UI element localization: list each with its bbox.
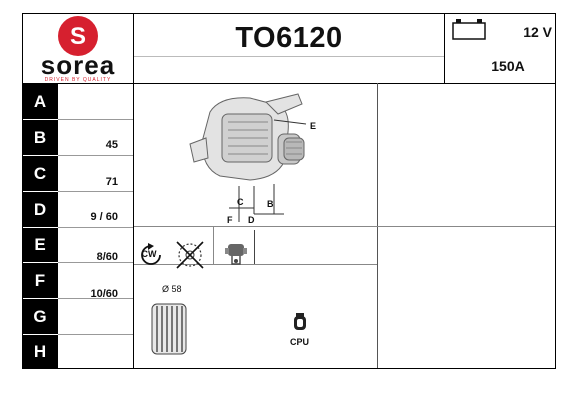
- row-divider: [58, 191, 133, 192]
- row-letter-b: B: [22, 120, 58, 155]
- divider: [133, 13, 134, 368]
- divider: [22, 83, 556, 84]
- row-divider: [58, 119, 133, 120]
- row-value-b: 45: [105, 139, 118, 151]
- sorea-logo-icon: S: [58, 16, 98, 56]
- battery-icon: [452, 18, 486, 40]
- brand-name: sorea: [40, 50, 116, 80]
- row-letter-h: H: [22, 335, 58, 368]
- row-divider: [58, 155, 133, 156]
- divider: [134, 226, 555, 227]
- connector-label: CPU: [290, 337, 310, 347]
- no-fan-icon: [174, 240, 206, 270]
- connector-icon: [292, 312, 308, 332]
- rotation-cw-icon: CW: [138, 242, 164, 268]
- amperage-value: 150A: [491, 58, 525, 74]
- label-f: F: [227, 215, 233, 225]
- row-divider: [58, 262, 133, 263]
- row-letter-g: G: [22, 299, 58, 334]
- divider: [22, 13, 556, 14]
- label-c: C: [237, 197, 244, 207]
- divider: [555, 13, 556, 368]
- divider: [444, 13, 445, 83]
- product-code: TO6120: [235, 21, 343, 54]
- divider: [134, 56, 444, 57]
- row-letter-e: E: [22, 228, 58, 262]
- row-divider: [58, 298, 133, 299]
- row-value-c: 71: [105, 176, 118, 188]
- row-value-d: 9 / 60: [90, 211, 118, 223]
- row-divider: [58, 334, 133, 335]
- row-letter-f: F: [22, 263, 58, 298]
- row-letter-c: C: [22, 156, 58, 191]
- label-e: E: [310, 121, 317, 131]
- rotation-label: CW: [141, 249, 157, 259]
- brand-tagline: DRIVEN BY QUALITY: [44, 77, 112, 83]
- voltage-value: 12 V: [523, 24, 552, 40]
- divider: [377, 83, 378, 368]
- row-letter-a: A: [22, 84, 58, 119]
- label-b: B: [267, 199, 274, 209]
- brand-logo: S sorea DRIVEN BY QUALITY: [26, 14, 130, 83]
- row-letter-d: D: [22, 192, 58, 227]
- alternator-image: [180, 92, 330, 192]
- pulley-image: [148, 298, 190, 360]
- divider: [134, 264, 377, 265]
- row-divider: [58, 227, 133, 228]
- pulley-diameter: Ø 58: [162, 284, 182, 294]
- row-value-e: 8/60: [96, 251, 118, 263]
- row-value-f: 10/60: [90, 288, 118, 300]
- divider: [213, 227, 214, 264]
- dimension-lines: [229, 119, 307, 222]
- svg-text:S: S: [70, 23, 86, 50]
- regulator-icon: [222, 240, 250, 268]
- label-d: D: [248, 215, 255, 225]
- divider: [22, 368, 556, 369]
- divider: [254, 230, 255, 264]
